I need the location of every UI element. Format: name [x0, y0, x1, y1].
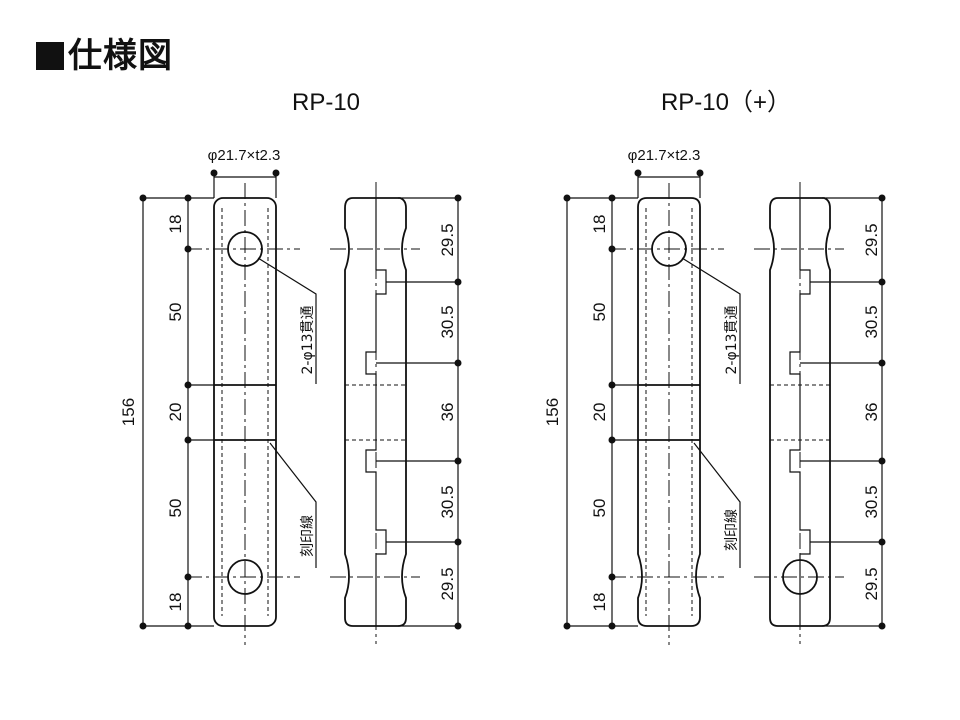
dim-left-4: 18 [590, 593, 609, 612]
dim-total-length: 156 [543, 398, 562, 426]
dim-right-4: 29.5 [862, 567, 881, 600]
dim-right-2: 36 [438, 403, 457, 422]
plate-front-view [637, 197, 701, 627]
dim-left-1: 50 [590, 303, 609, 322]
page-title: 仕様図 [36, 28, 173, 77]
dim-left-2: 20 [590, 403, 609, 422]
dim-left-3: 50 [590, 499, 609, 518]
drawing-rp10: RP-10 φ21.7×t2.3 156 18 50 20 50 1 [119, 89, 462, 645]
callout-marking-line: 刻印線 [300, 515, 316, 557]
dim-left-2: 20 [166, 403, 185, 422]
dim-right-0: 29.5 [438, 223, 457, 256]
callout-through-hole: 2-φ13貫通 [300, 305, 316, 374]
dim-diameter-thickness: φ21.7×t2.3 [628, 147, 701, 164]
page-title-text: 仕様図 [68, 36, 173, 76]
dim-right-3: 30.5 [438, 485, 457, 518]
dim-left-1: 50 [166, 303, 185, 322]
dim-right-1: 30.5 [438, 305, 457, 338]
dim-right-3: 30.5 [862, 485, 881, 518]
model-title: RP-10 [292, 89, 360, 116]
dim-right-0: 29.5 [862, 223, 881, 256]
dim-right-2: 36 [862, 403, 881, 422]
dim-diameter-thickness: φ21.7×t2.3 [208, 147, 281, 164]
dim-left-0: 18 [590, 215, 609, 234]
callout-through-hole: 2-φ13貫通 [724, 305, 740, 374]
dim-left-0: 18 [166, 215, 185, 234]
square-bullet-icon [36, 42, 64, 70]
dim-right-1: 30.5 [862, 305, 881, 338]
dim-left-3: 50 [166, 499, 185, 518]
dim-total-length: 156 [119, 398, 138, 426]
callout-marking-line: 刻印線 [724, 509, 740, 551]
dim-left-4: 18 [166, 593, 185, 612]
model-title: RP-10（+） [661, 89, 791, 116]
drawing-rp10-plus: RP-10（+） φ21.7×t2.3 156 18 50 20 50 18 [543, 89, 886, 645]
dim-right-4: 29.5 [438, 567, 457, 600]
